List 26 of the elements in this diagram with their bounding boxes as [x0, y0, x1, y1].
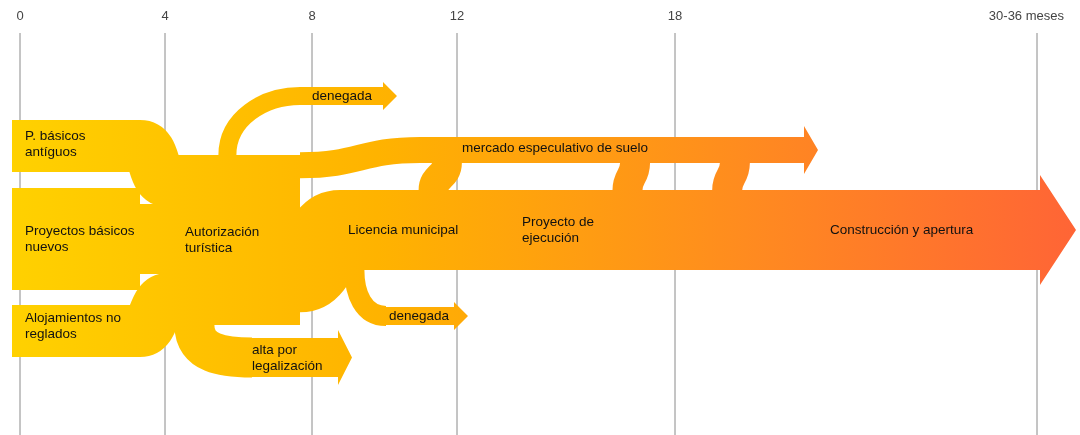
- stage-label: mercado especulativo de suelo: [462, 140, 649, 156]
- stage-label: P. básicos antíguos: [25, 128, 87, 160]
- tick-label: 8: [308, 8, 316, 23]
- stage-label: denegada: [388, 308, 450, 324]
- stage-label: Licencia municipal: [348, 222, 459, 238]
- flow-segment: [12, 305, 140, 357]
- stage-label: Construcción y apertura: [830, 222, 974, 238]
- stage-label: Proyectos básicos nuevos: [25, 223, 136, 255]
- stage-label: Proyecto de ejecución: [522, 214, 596, 246]
- flow-band: [612, 162, 651, 191]
- tick-label: 0: [16, 8, 24, 23]
- flow-segment: [12, 188, 140, 290]
- flow-band: [299, 137, 421, 179]
- tick-label: 18: [667, 8, 683, 23]
- stage-label: Autorización turística: [185, 224, 261, 256]
- flow-band: [174, 323, 253, 378]
- stage-label: alta por legalización: [252, 341, 324, 374]
- stage-label: denegada: [312, 88, 373, 104]
- tick-label: 12: [449, 8, 465, 23]
- stage-label: Alojamientos no reglados: [25, 310, 123, 342]
- flow-segment: [12, 120, 140, 172]
- tick-label: 30-36 meses: [988, 8, 1064, 23]
- flow-band: [418, 161, 462, 192]
- tick-label: 4: [161, 8, 169, 23]
- flow-band: [650, 190, 700, 270]
- flow-band: [140, 204, 168, 274]
